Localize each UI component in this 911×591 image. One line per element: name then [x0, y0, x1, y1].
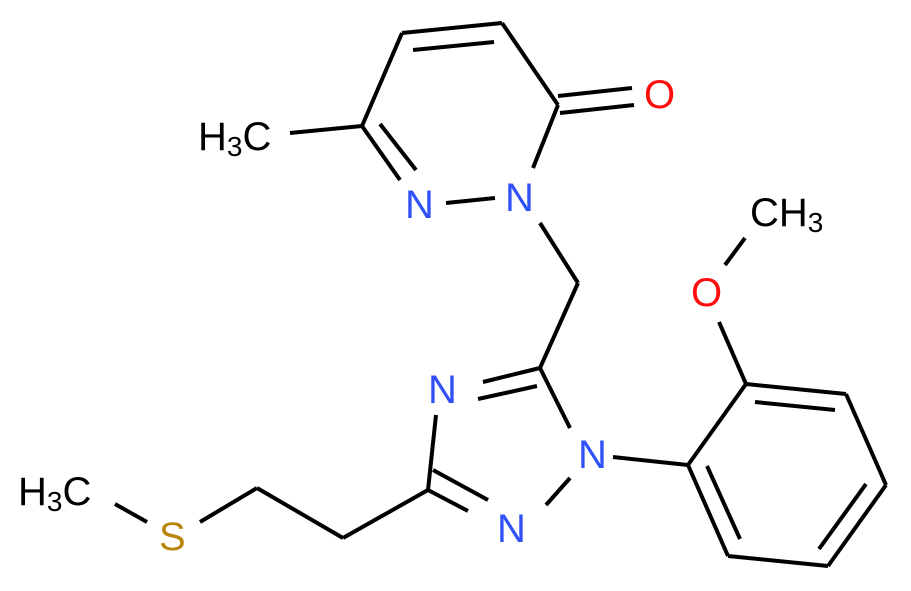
methylene-bond: [538, 221, 580, 285]
carbonyl-oxygen-label: O: [644, 73, 675, 117]
triazole-n4-label: N: [428, 368, 457, 412]
methoxy-oxygen-label: O: [691, 271, 722, 315]
thiomethyl-label: H3C: [18, 470, 91, 517]
benzene-ring: [686, 382, 888, 568]
methylene-bond: [538, 282, 580, 369]
methoxy-bond: [717, 321, 748, 385]
methyl-label: H3C: [198, 115, 271, 162]
thioethyl-chain: [114, 486, 429, 540]
triazole-ring: [426, 366, 572, 513]
methoxy-bond: [723, 236, 747, 267]
methoxy-methyl-label: CH3: [750, 191, 823, 238]
pyridazinone-ring: [289, 21, 635, 205]
triazole-n1-label: N: [578, 433, 607, 477]
n-aryl-bond: [612, 455, 689, 467]
sulfur-label: S: [159, 515, 186, 559]
pyridazine-n1-label: N: [405, 183, 434, 227]
triazole-n2-label: N: [497, 507, 526, 551]
pyridazine-n2-label: N: [505, 176, 534, 220]
